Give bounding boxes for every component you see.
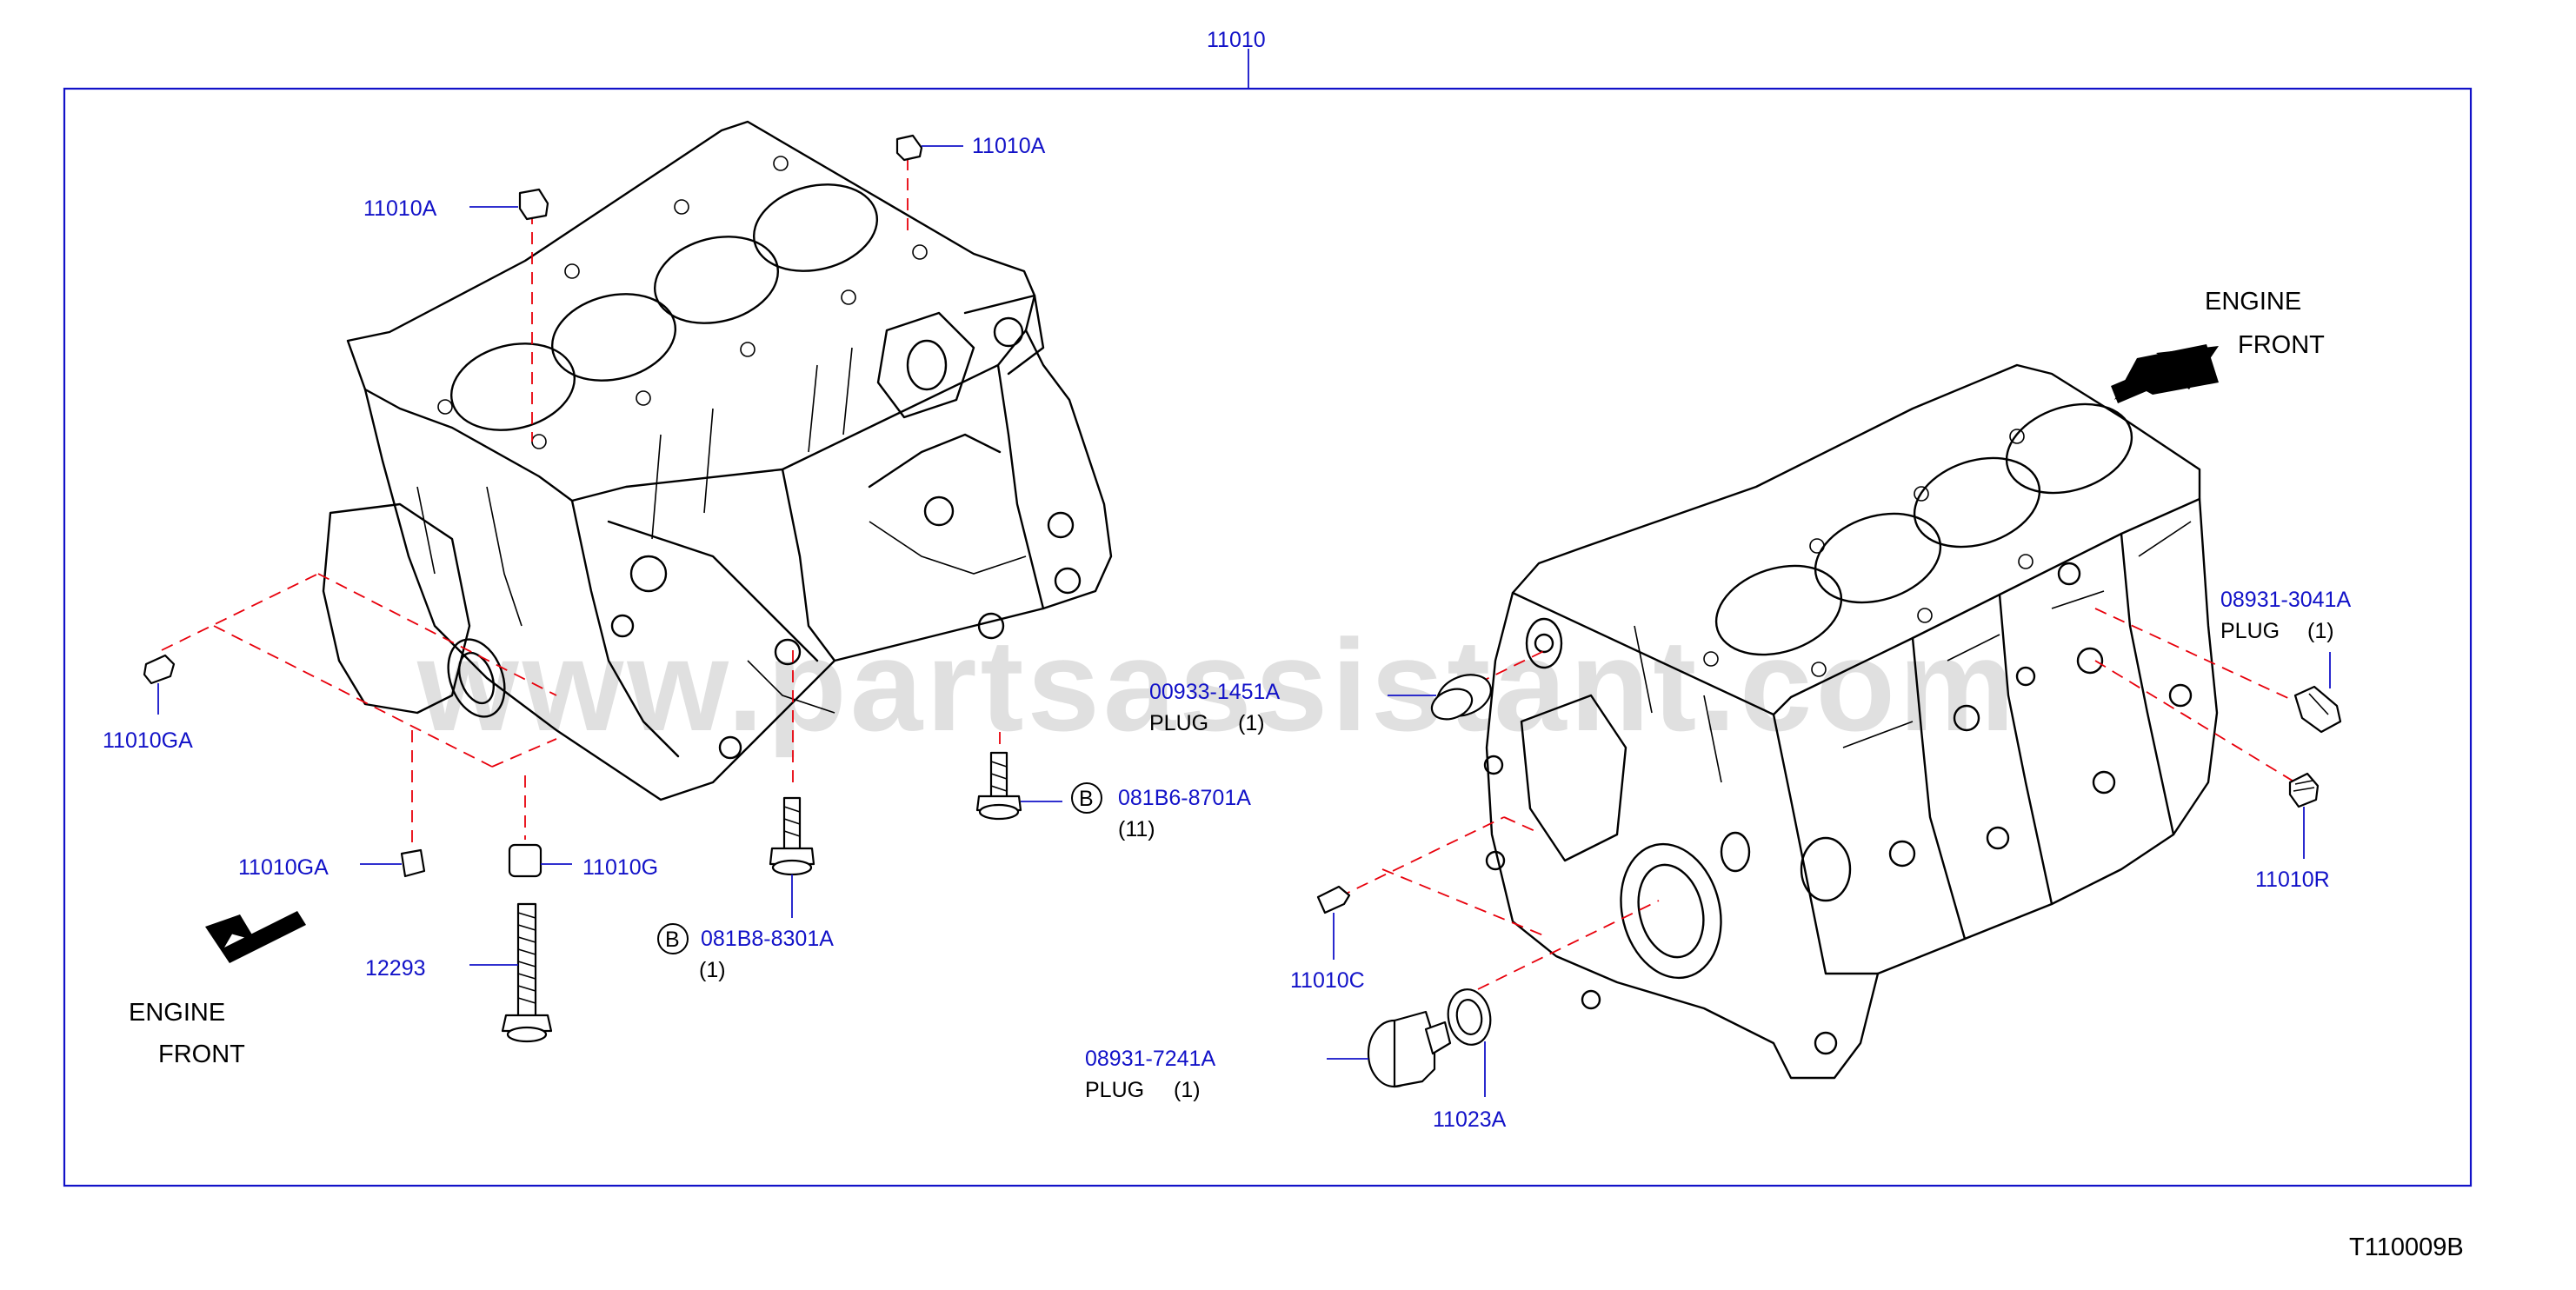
callout-11023a[interactable]: 11023A: [1433, 1107, 1507, 1132]
dowel-11010r: [2288, 772, 2320, 808]
guide-lines: [161, 158, 2296, 990]
callout-11010r[interactable]: 11010R: [2255, 868, 2330, 892]
callout-11010a-top[interactable]: 11010A: [972, 134, 1046, 158]
callout-00933-qty: (1): [1238, 711, 1265, 735]
leader-lines: [157, 145, 2331, 1097]
left-engine-block: [322, 120, 1113, 801]
engine-front-right-line1: ENGINE: [2205, 288, 2301, 316]
plug-08931-7241a: [1367, 1010, 1452, 1088]
callout-081b8[interactable]: B 081B8-8301A (1): [657, 923, 834, 982]
dowel-11010a-top: [895, 134, 923, 162]
dowel-11010ga-left: [143, 654, 176, 685]
callout-081b8-qty: (1): [699, 958, 726, 982]
callout-00933[interactable]: 00933-1451A PLUG (1): [1149, 680, 1280, 735]
bolt-081b6: [975, 751, 1022, 821]
callout-08931-7241a-code[interactable]: 08931-7241A: [1085, 1047, 1215, 1071]
dowel-11010a-left: [518, 188, 549, 221]
callout-12293[interactable]: 12293: [365, 956, 426, 981]
callout-08931-3041a-code[interactable]: 08931-3041A: [2220, 588, 2351, 612]
callout-08931-3041a[interactable]: 08931-3041A PLUG (1): [2220, 588, 2351, 643]
pin-11010c: [1316, 885, 1351, 914]
diagram-code: T110009B: [2349, 1233, 2464, 1261]
callout-08931-7241a-qty: (1): [1174, 1078, 1201, 1102]
callout-081b6-code[interactable]: 081B6-8701A: [1118, 786, 1251, 810]
callout-081b6[interactable]: B 081B6-8701A (11): [1071, 782, 1251, 841]
engine-front-right-line2: FRONT: [2238, 331, 2325, 359]
callout-11010ga-bottom[interactable]: 11010GA: [238, 855, 329, 880]
collar-11010g: [508, 843, 542, 878]
callout-08931-3041a-desc: PLUG: [2220, 619, 2280, 643]
callout-11010g[interactable]: 11010G: [582, 855, 658, 880]
cup-plug-00933: [1430, 674, 1492, 721]
bolt-081b8: [769, 796, 815, 876]
badge-b-081b8: B: [665, 928, 680, 952]
washer-11023a: [1447, 988, 1492, 1046]
callout-11010c[interactable]: 11010C: [1290, 968, 1365, 993]
watermark: www.partsassistant.com: [416, 612, 2018, 758]
bolt-12293: [501, 902, 553, 1043]
callout-11010ga-left[interactable]: 11010GA: [103, 728, 193, 753]
top-callout-11010[interactable]: 11010: [1207, 28, 1266, 52]
callout-08931-7241a-desc: PLUG: [1085, 1078, 1144, 1102]
dowel-11010ga-bottom: [400, 848, 426, 878]
callout-081b6-qty: (11): [1118, 817, 1155, 841]
engine-front-arrow-left: [205, 911, 306, 963]
engine-front-left-line1: ENGINE: [129, 999, 225, 1027]
callout-00933-code[interactable]: 00933-1451A: [1149, 680, 1280, 704]
small-parts: [143, 134, 2342, 1088]
right-engine-block: [1483, 363, 2219, 1080]
plug-08931-3041a: [2293, 685, 2342, 734]
callout-00933-desc: PLUG: [1149, 711, 1208, 735]
callout-11010a-left[interactable]: 11010A: [363, 196, 437, 221]
badge-b-081b6: B: [1079, 787, 1094, 811]
callout-081b8-code[interactable]: 081B8-8301A: [701, 927, 834, 951]
callout-08931-7241a[interactable]: 08931-7241A PLUG (1): [1085, 1047, 1215, 1102]
diagram-frame: [63, 87, 2473, 1187]
callout-08931-3041a-qty: (1): [2307, 619, 2334, 643]
engine-front-left-line2: FRONT: [158, 1041, 245, 1068]
engine-front-arrow-right: [2111, 346, 2219, 403]
